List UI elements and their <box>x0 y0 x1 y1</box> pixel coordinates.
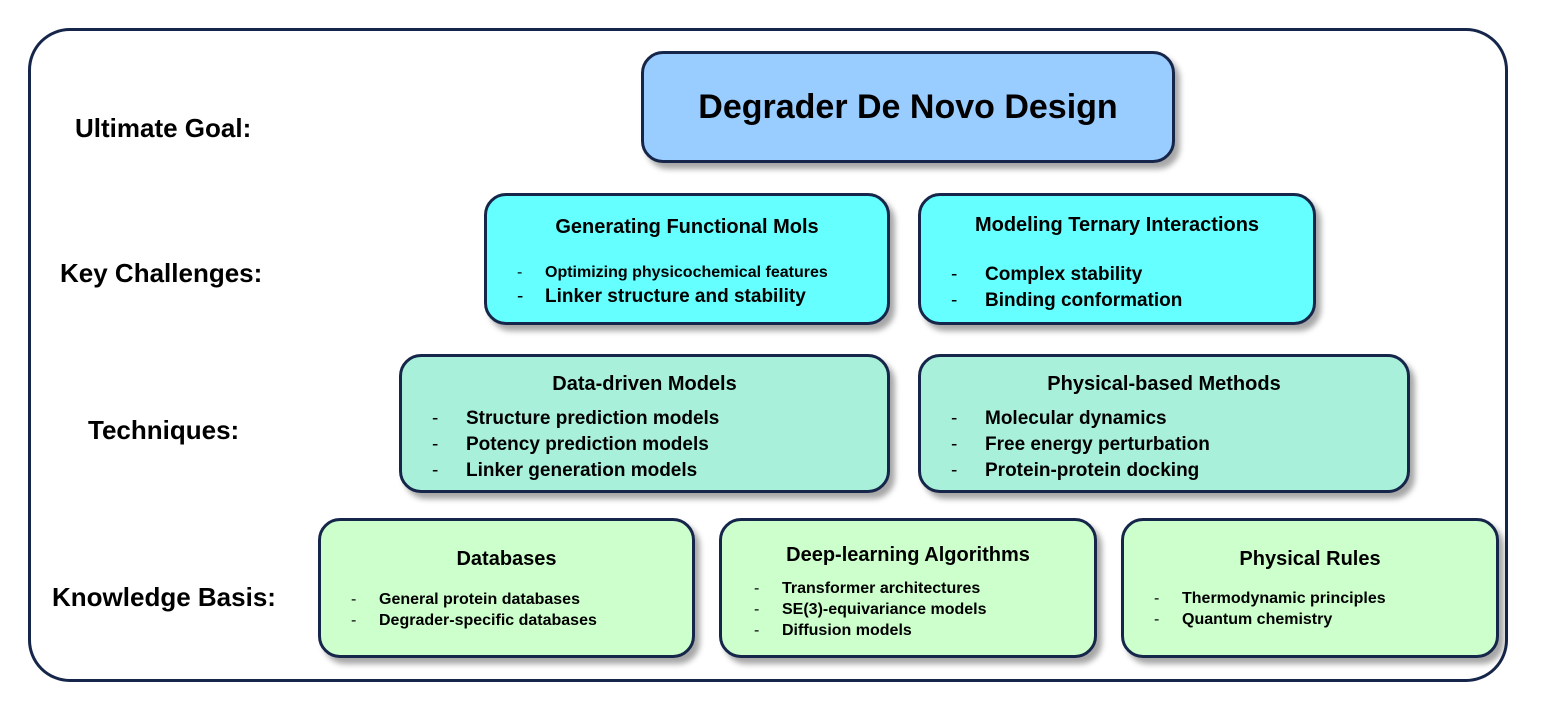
technique-box-physical-based: Physical-based Methods Molecular dynamic… <box>918 354 1410 493</box>
knowledge-box-databases: Databases General protein databases Degr… <box>318 518 695 658</box>
list-item: General protein databases <box>351 589 597 610</box>
diagram-frame <box>28 28 1508 682</box>
list-item: Linker generation models <box>432 458 719 484</box>
item-list: General protein databases Degrader-speci… <box>351 589 597 631</box>
box-title: Modeling Ternary Interactions <box>974 214 1260 236</box>
list-item: Diffusion models <box>754 620 987 641</box>
item-list: Molecular dynamics Free energy perturbat… <box>951 406 1210 484</box>
list-item: Quantum chemistry <box>1154 609 1386 630</box>
list-item: Linker structure and stability <box>517 284 828 310</box>
list-item: Structure prediction models <box>432 406 719 432</box>
list-item: Complex stability <box>951 262 1182 288</box>
knowledge-box-physical-rules: Physical Rules Thermodynamic principles … <box>1121 518 1499 658</box>
list-item: Binding conformation <box>951 288 1182 314</box>
challenge-box-functional-mols: Generating Functional Mols Optimizing ph… <box>484 193 890 325</box>
item-list: Complex stability Binding conformation <box>951 262 1182 314</box>
list-item: SE(3)-equivariance models <box>754 599 987 620</box>
item-list: Thermodynamic principles Quantum chemist… <box>1154 588 1386 630</box>
list-item: Optimizing physicochemical features <box>517 262 828 284</box>
box-title: Deep-learning Algorithms <box>786 544 1030 566</box>
list-item: Thermodynamic principles <box>1154 588 1386 609</box>
challenge-box-ternary-interactions: Modeling Ternary Interactions Complex st… <box>918 193 1316 325</box>
item-list: Transformer architectures SE(3)-equivari… <box>754 578 987 641</box>
box-title: Generating Functional Mols <box>555 216 819 238</box>
item-list: Optimizing physicochemical features Link… <box>517 262 828 310</box>
list-item: Transformer architectures <box>754 578 987 599</box>
list-item: Protein-protein docking <box>951 458 1210 484</box>
list-item: Potency prediction models <box>432 432 719 458</box>
level-label-knowledge: Knowledge Basis: <box>52 582 276 612</box>
level-label-challenges: Key Challenges: <box>60 258 263 288</box>
list-item: Molecular dynamics <box>951 406 1210 432</box>
item-list: Structure prediction models Potency pred… <box>432 406 719 484</box>
goal-box: Degrader De Novo Design <box>641 51 1175 163</box>
goal-title: Degrader De Novo Design <box>698 87 1118 126</box>
box-title: Databases <box>456 548 557 570</box>
level-label-goal: Ultimate Goal: <box>75 113 252 143</box>
knowledge-box-deep-learning: Deep-learning Algorithms Transformer arc… <box>719 518 1097 658</box>
box-title: Physical Rules <box>1239 548 1381 570</box>
technique-box-data-driven: Data-driven Models Structure prediction … <box>399 354 890 493</box>
list-item: Free energy perturbation <box>951 432 1210 458</box>
level-label-techniques: Techniques: <box>88 415 240 445</box>
list-item: Degrader-specific databases <box>351 610 597 631</box>
box-title: Data-driven Models <box>552 373 737 395</box>
box-title: Physical-based Methods <box>1047 373 1281 395</box>
